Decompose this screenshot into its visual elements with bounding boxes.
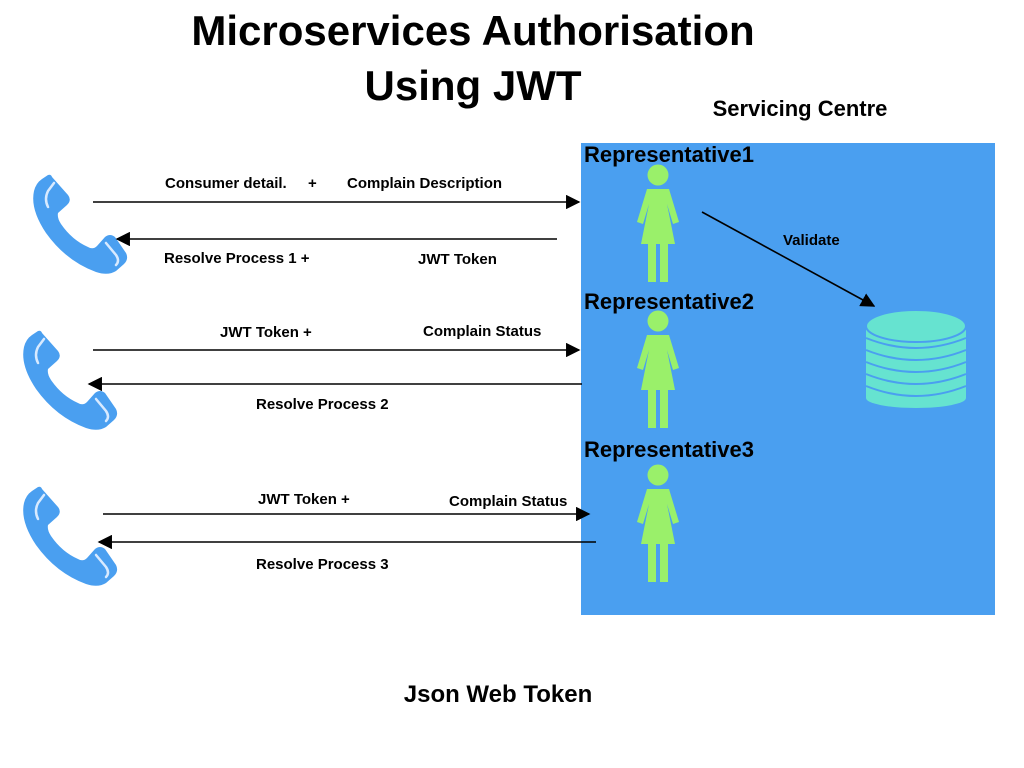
person-icon	[637, 310, 679, 428]
validate-label: Validate	[783, 232, 840, 249]
person-icon	[637, 464, 679, 582]
footer-caption: Json Web Token	[403, 681, 593, 708]
phone-icon	[21, 485, 118, 586]
request-label: Complain Description	[347, 175, 503, 192]
person-icon	[637, 164, 679, 282]
validate-arrow	[701, 211, 876, 307]
representative-3-label: Representative3	[584, 437, 754, 462]
database-icon	[865, 309, 967, 408]
response-label: JWT Token	[418, 251, 497, 268]
servicing-centre-label: Servicing Centre	[712, 96, 888, 121]
phone-icon	[21, 329, 118, 430]
diagram-title-line-1: Microservices Authorisation	[191, 7, 755, 54]
request-label: JWT Token +	[258, 491, 350, 508]
request-label: Complain Status	[449, 493, 568, 510]
representative-2-label: Representative2	[584, 289, 754, 314]
representative-1-label: Representative1	[584, 142, 754, 167]
diagram-title-line-2: Using JWT	[364, 62, 582, 109]
response-label: Resolve Process 1 +	[164, 250, 310, 267]
request-label: Consumer detail.	[165, 175, 287, 192]
response-label: Resolve Process 2	[256, 396, 389, 413]
request-label: JWT Token +	[220, 324, 312, 341]
request-label: Complain Status	[423, 323, 542, 340]
response-label: Resolve Process 3	[256, 556, 389, 573]
phone-icon	[31, 173, 128, 274]
request-label: +	[308, 175, 317, 192]
